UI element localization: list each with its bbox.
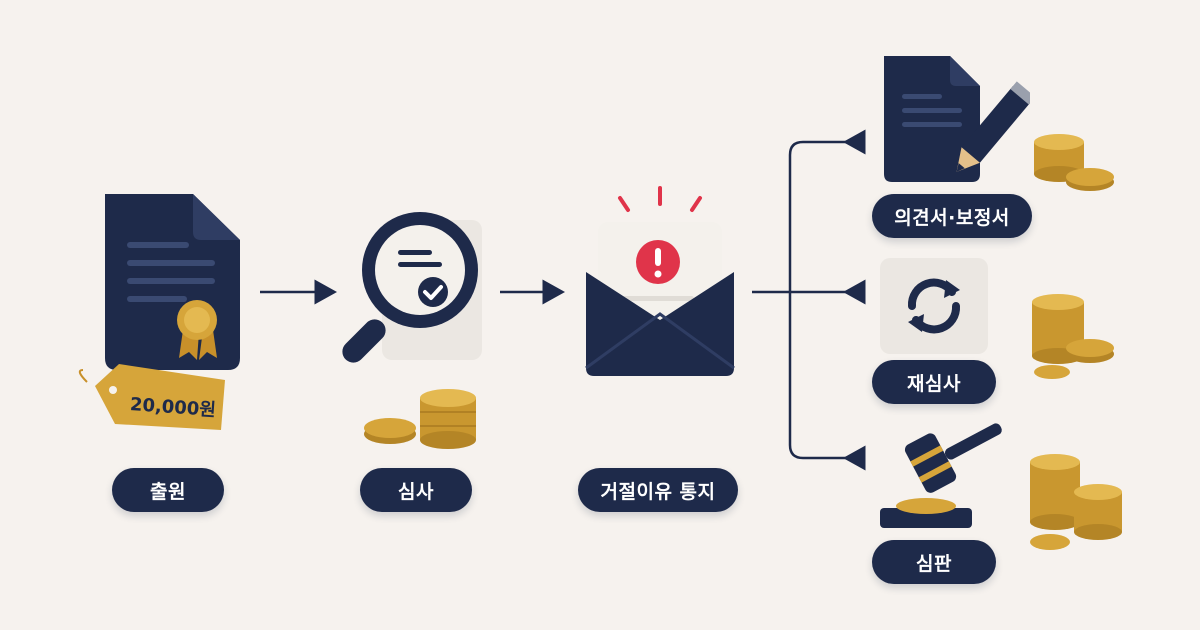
- step-label-filing: 출원: [112, 468, 224, 512]
- magnifier-check-icon: [320, 200, 500, 394]
- coin-stack-icon: [360, 388, 490, 454]
- coin-stack-icon: [1030, 130, 1120, 198]
- branch-connector: [788, 140, 852, 460]
- gavel-icon: [876, 418, 1010, 536]
- branch-label-trial: 심판: [872, 540, 996, 584]
- coin-stack-icon: [1024, 452, 1128, 560]
- envelope-alert-icon: [580, 180, 750, 384]
- step-label-examination: 심사: [360, 468, 472, 512]
- branch-label-opinion-amendment: 의견서·보정서: [872, 194, 1032, 238]
- refresh-icon: [876, 254, 992, 362]
- document-with-seal-icon: [75, 180, 245, 444]
- document-pencil-icon: [880, 52, 1036, 186]
- branch-label-reexamination: 재심사: [872, 360, 996, 404]
- step-label-rejection-notice: 거절이유 통지: [578, 468, 738, 512]
- coin-stack-icon: [1028, 292, 1122, 386]
